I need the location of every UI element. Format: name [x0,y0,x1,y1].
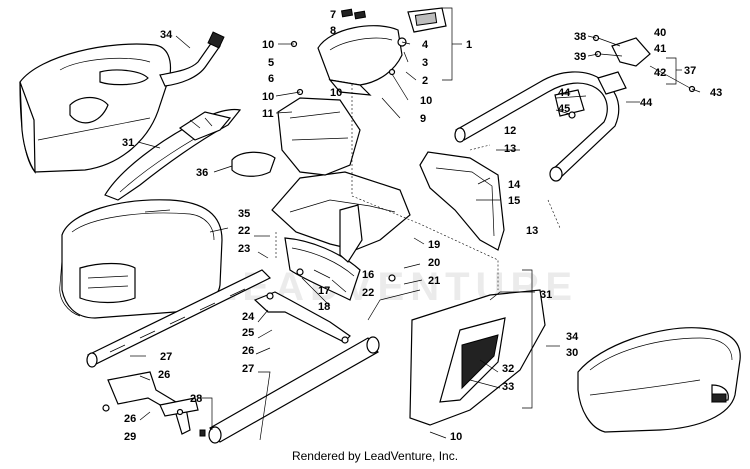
callout-44b: 44 [640,97,653,109]
callout-27b: 27 [242,363,254,375]
callout-33: 33 [502,381,514,393]
callout-16: 16 [362,269,374,281]
callout-34a: 34 [160,29,173,41]
callout-32: 32 [502,363,514,375]
callout-13a: 13 [504,143,516,155]
callout-10a: 10 [262,39,274,51]
part-rail-lower [208,336,380,444]
callout-29: 29 [124,431,136,443]
callout-41: 41 [654,43,666,55]
callout-21: 21 [428,275,440,287]
callout-15: 15 [508,195,520,207]
callout-labels: 1 2 3 4 5 6 7 8 9 10 10 10 10 10 11 12 1… [122,9,722,443]
part-side-panel-left [104,108,242,201]
callout-31b: 31 [540,289,552,301]
callout-5: 5 [268,57,274,69]
callout-10e: 10 [450,431,462,443]
callout-22b: 22 [362,287,374,299]
callout-7: 7 [330,9,336,21]
callout-17: 17 [318,285,330,297]
part-seat-support [419,151,505,251]
part-soft-bag-left [19,31,225,174]
part-bracket-center [253,291,351,344]
callout-18: 18 [318,301,330,313]
leader-lines [130,7,701,441]
callout-35: 35 [238,208,250,220]
callout-14: 14 [508,179,521,191]
callout-39: 39 [574,51,586,63]
callout-3: 3 [422,57,428,69]
callout-34b: 34 [566,331,579,343]
part-soft-bag-right [577,327,741,433]
callout-42: 42 [654,67,666,79]
callout-11: 11 [262,108,274,120]
callout-10c: 10 [330,87,342,99]
callout-13b: 13 [526,225,538,237]
callout-24: 24 [242,311,255,323]
callout-26a: 26 [242,345,254,357]
callout-25: 25 [242,327,254,339]
callout-30: 30 [566,347,578,359]
callout-40: 40 [654,27,666,39]
callout-26c: 26 [124,413,136,425]
callout-20: 20 [428,257,440,269]
callout-38: 38 [574,31,586,43]
part-grab-bar [454,71,620,182]
callout-37: 37 [684,65,696,77]
callout-26b: 26 [158,369,170,381]
callout-2: 2 [422,75,428,87]
callout-43: 43 [710,87,722,99]
callout-27a: 27 [160,351,172,363]
part-rail-upper [86,269,272,368]
callout-19: 19 [428,239,440,251]
callout-36: 36 [196,167,208,179]
part-bracket-lower-left [102,371,206,437]
callout-45: 45 [558,103,570,115]
part-rear-bag-left [59,199,223,319]
callout-1: 1 [466,39,472,51]
callout-10b: 10 [262,91,274,103]
footer-credit: Rendered by LeadVenture, Inc. [291,449,459,463]
callout-4: 4 [422,39,429,51]
callout-12: 12 [504,125,516,137]
callout-31a: 31 [122,137,134,149]
part-pad [231,151,276,177]
callout-6: 6 [268,73,274,85]
callout-28: 28 [190,393,202,405]
callout-10d: 10 [420,95,432,107]
part-side-panel-right [409,289,546,426]
callout-44a: 44 [558,87,571,99]
callout-22a: 22 [238,225,250,237]
part-back-plate [277,97,361,176]
callout-9: 9 [420,113,426,125]
callout-8: 8 [330,25,336,37]
callout-23: 23 [238,243,250,255]
part-taillight-assembly [290,7,447,96]
